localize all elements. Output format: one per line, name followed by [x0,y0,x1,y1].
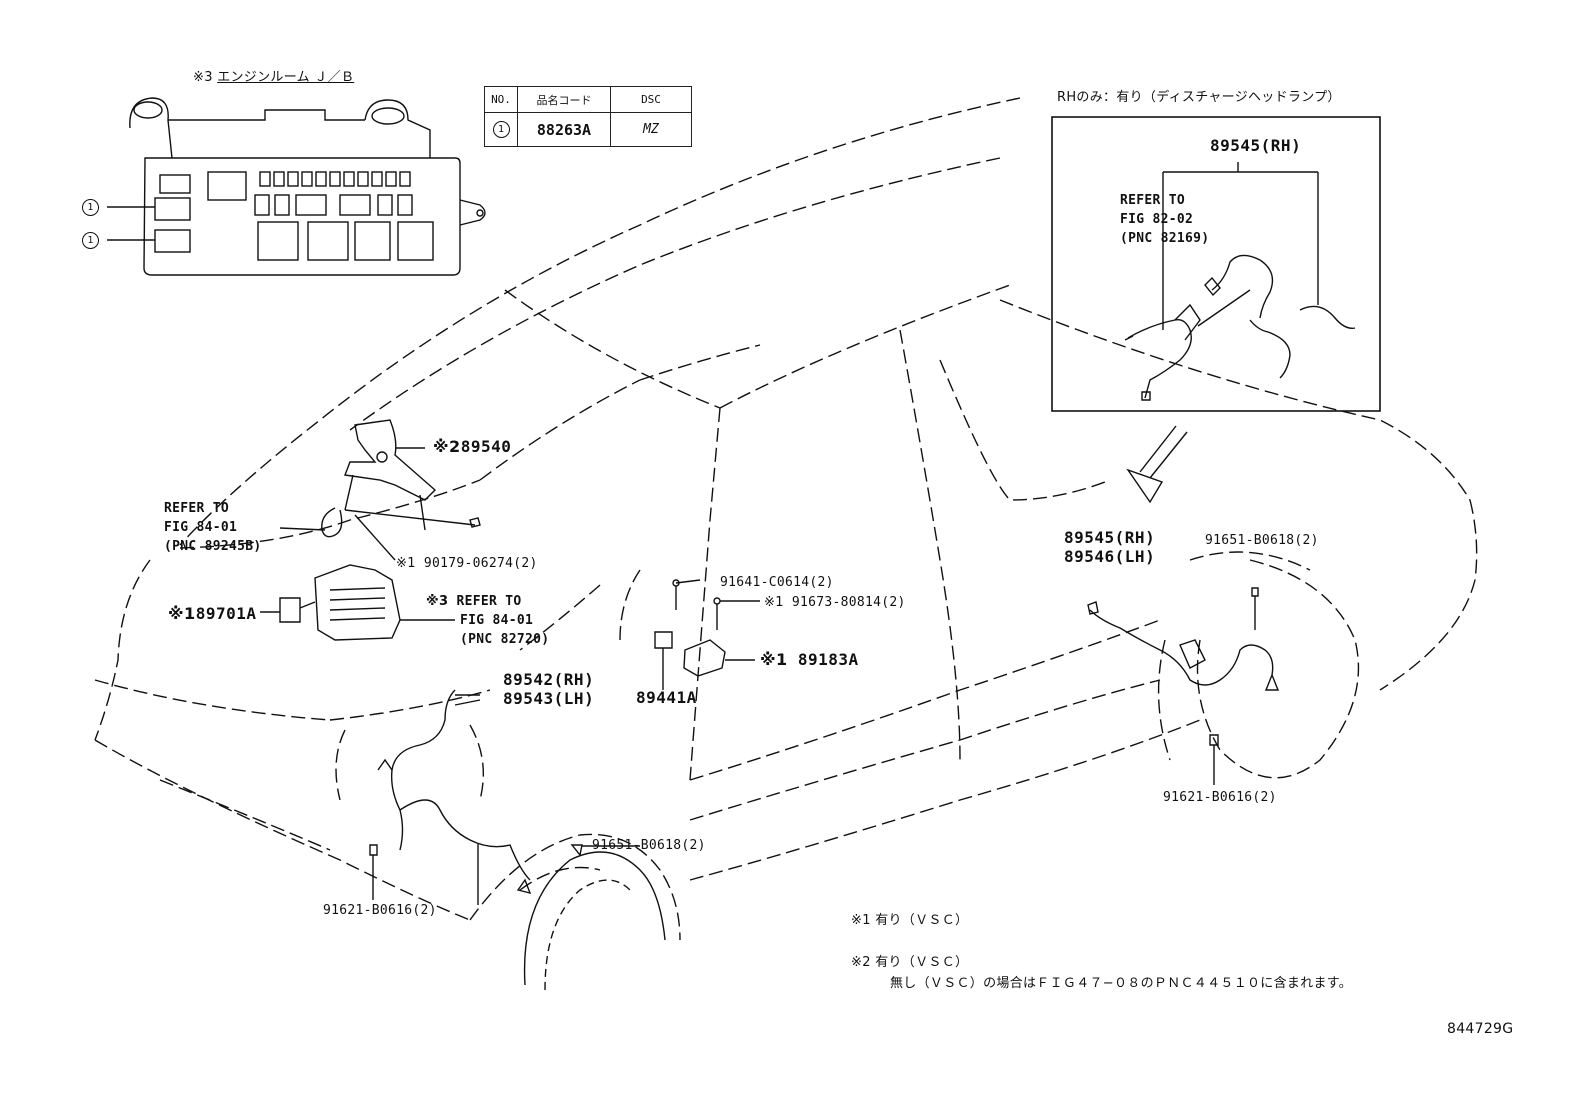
note-1: ※1 有り（ＶＳＣ） [851,913,968,929]
part-89701a-label: ※189701A [168,604,257,623]
part-91673-label: ※1 91673-80814(2) [764,595,906,610]
sensor-drawing [654,579,760,690]
note-1-text: 有り（ＶＳＣ） [875,913,969,928]
front-harness-drawing [369,689,640,905]
table-row: 1 88263A MZ [484,112,692,147]
part-91651-rear-label: 91651-B0618(2) [1205,533,1319,548]
inset-caption: RHのみ：有り（ディスチャージヘッドランプ） [1057,90,1341,105]
junction-callout-2: 1 [82,232,99,249]
front-wheel-arch [523,851,666,986]
junction-block-title-text: エンジンルーム Ｊ／Ｂ [217,70,355,85]
junction-block-title: ※3 エンジンルーム Ｊ／Ｂ [193,70,354,86]
inset-refer-line-2: FIG 82-02 [1120,212,1194,227]
table-cell-dsc: MZ [610,112,692,147]
junction-block-drawing [107,97,486,276]
part-89542-label: 89542(RH) [503,670,595,689]
refer2-line-2: FIG 84-01 [460,613,534,628]
part-89183a-label: ※1 89183A [760,650,859,669]
part-89543-label: 89543(LH) [503,689,595,708]
inset-pointer-arrow [1126,425,1188,504]
note-1-mark: ※1 [851,913,871,928]
part-89540-drawing [279,419,481,561]
table-header-code: 品名コード [517,86,611,113]
note-2-mark: ※2 [851,955,871,970]
part-91621-front-label: 91621-B0616(2) [323,903,437,918]
inset-refer-line-1: REFER TO [1120,193,1186,208]
part-91651-front-label: 91651-B0618(2) [592,838,706,853]
part-code-table: NO. 品名コード DSC 1 88263A MZ [484,86,692,147]
table-cell-no: 1 [484,112,518,147]
junction-callout-1: 1 [82,199,99,216]
part-91641-label: 91641-C0614(2) [720,575,834,590]
junction-block-title-mark: ※3 [193,70,213,85]
part-89545-label: 89545(RH) [1064,528,1156,547]
part-89540-label: ※289540 [433,437,512,456]
part-89441a-label: 89441A [636,688,697,707]
table-cell-code: 88263A [517,112,611,147]
refer1-line-2: FIG 84-01 [164,520,238,535]
figure-code: 844729G [1447,1021,1514,1037]
note-2: ※2 有り（ＶＳＣ） [851,955,968,971]
refer2-line-1: ※3 REFER TO [426,594,522,609]
refer2-line-3: (PNC 82720) [460,632,550,647]
inset-part-89545: 89545(RH) [1210,136,1302,155]
refer1-line-3: (PNC 89245B) [164,539,262,554]
table-header-dsc: DSC [610,86,692,113]
table-header-no: NO. [484,86,518,113]
front-wheel-inner [544,879,631,991]
inset-box [1051,116,1381,412]
note-2-text: 有り（ＶＳＣ） [875,955,969,970]
part-90179-label: ※1 90179-06274(2) [396,556,538,571]
note-2-line-2: 無し（ＶＳＣ）の場合はＦＩＧ４７−０８のＰＮＣ４４５１０に含まれます。 [890,976,1353,991]
rear-harness-drawing [1087,587,1280,785]
inset-harness-drawing [1124,162,1356,401]
part-91621-rear-label: 91621-B0616(2) [1163,790,1277,805]
vehicle-outline [94,97,1478,941]
ecu-82720-drawing [260,564,455,641]
part-89546-label: 89546(LH) [1064,547,1156,566]
inset-refer-line-3: (PNC 82169) [1120,231,1210,246]
refer1-line-1: REFER TO [164,501,230,516]
